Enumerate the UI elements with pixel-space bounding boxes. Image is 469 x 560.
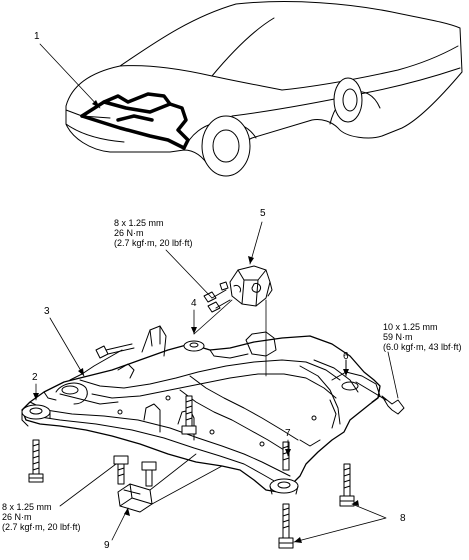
spec-bottom-torque: 26 N·m <box>2 512 32 522</box>
spec-bottom-alt: (2.7 kgf·m, 20 lbf·ft) <box>2 522 81 532</box>
torque-spec-bottom: 8 x 1.25 mm 26 N·m (2.7 kgf·m, 20 lbf·ft… <box>2 502 81 532</box>
car-outline <box>65 1 463 177</box>
callout-2: 2 <box>32 372 38 383</box>
callout-1: 1 <box>34 31 40 42</box>
spec-top-size: 8 x 1.25 mm <box>114 218 164 228</box>
arrow-heads <box>33 100 359 543</box>
callout-7: 7 <box>285 428 291 439</box>
leader-1 <box>39 43 101 109</box>
leader-5 <box>249 221 263 265</box>
leader-3 <box>49 317 85 377</box>
stiffener-bracket-5 <box>229 265 273 307</box>
subframe-in-car <box>80 92 190 150</box>
front-subframe <box>21 325 381 495</box>
mount-bracket-9 <box>117 483 153 513</box>
callout-5: 5 <box>260 208 266 219</box>
callout-6: 6 <box>343 351 349 362</box>
bracket-bolts <box>203 281 231 313</box>
leader-spec-bottom <box>59 463 117 507</box>
spec-top-torque: 26 N·m <box>114 228 144 238</box>
spec-bottom-size: 8 x 1.25 mm <box>2 502 52 512</box>
torque-spec-right: 10 x 1.25 mm 59 N·m (6.0 kgf·m, 43 lbf·f… <box>383 322 462 352</box>
spec-top-alt: (2.7 kgf·m, 20 lbf·ft) <box>114 238 193 248</box>
spec-right-size: 10 x 1.25 mm <box>383 322 438 332</box>
leader-spec-top <box>165 249 213 299</box>
torque-spec-top: 8 x 1.25 mm 26 N·m (2.7 kgf·m, 20 lbf·ft… <box>114 218 193 248</box>
callout-3: 3 <box>44 306 50 317</box>
mounting-bolts <box>28 343 405 549</box>
spec-right-alt: (6.0 kgf·m, 43 lbf·ft) <box>383 342 462 352</box>
leader-spec-right <box>387 351 399 399</box>
spec-right-torque: 59 N·m <box>383 332 413 342</box>
callout-4: 4 <box>191 298 197 309</box>
leader-8 <box>293 503 387 543</box>
callout-9: 9 <box>104 540 110 551</box>
callout-8: 8 <box>400 513 406 524</box>
